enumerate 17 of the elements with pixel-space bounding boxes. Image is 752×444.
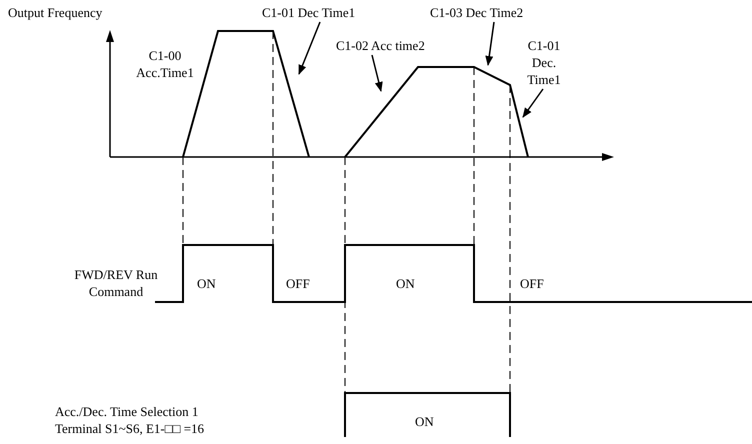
annotation-label: C1-01 Dec Time1 [262, 4, 356, 21]
state-label: OFF [520, 275, 544, 292]
annotation-label: C1-02 Acc time2 [336, 37, 425, 54]
annotation-label: C1-03 Dec Time2 [430, 4, 524, 21]
signal-name: FWD/REV Run Command [73, 266, 159, 300]
leader-arrow [371, 54, 383, 92]
state-label: ON [197, 275, 216, 292]
annotation-label: C1-00 Acc.Time1 [135, 47, 195, 81]
axis-label: Output Frequency [8, 4, 102, 21]
state-label: ON [415, 413, 434, 430]
leader-arrow [485, 22, 495, 66]
state-label: ON [396, 275, 415, 292]
state-label: OFF [286, 275, 310, 292]
leader-arrow [298, 22, 321, 75]
signal-name: Acc./Dec. Time Selection 1 Terminal S1~S6, E1-□□ =16 [55, 403, 206, 437]
leader-arrow [522, 88, 544, 118]
annotation-label: C1-01 Dec. Time1 [515, 37, 573, 88]
